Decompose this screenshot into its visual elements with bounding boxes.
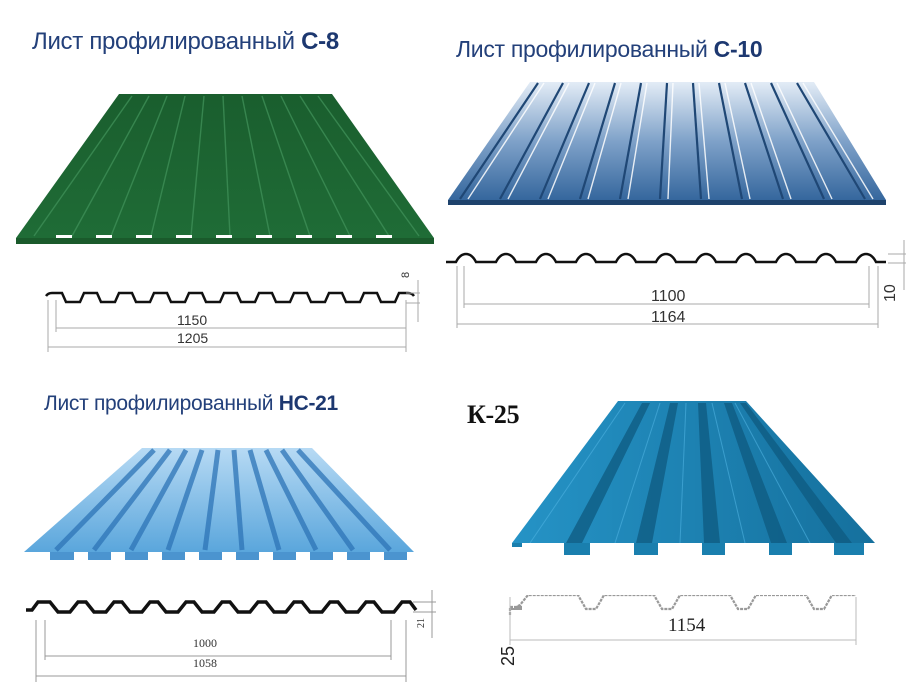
hc21-working-width: 1000 — [193, 636, 217, 650]
k25-height: 25 — [498, 645, 518, 666]
k25-total-width: 1154 — [668, 615, 706, 636]
profile-hc21-drawing — [24, 590, 444, 685]
hc21-total-width: 1058 — [193, 656, 217, 670]
title-hc21-code: НС-21 — [278, 392, 338, 415]
c10-working-width: 1100 — [651, 288, 686, 305]
profile-c10-drawing — [444, 240, 910, 335]
hc21-height: 21 — [416, 618, 427, 628]
profile-k25-drawing — [500, 595, 890, 670]
title-c10: Лист профилированный С-10 — [456, 36, 763, 63]
title-c8-code: С-8 — [301, 28, 339, 55]
sheet-hc21-render — [22, 442, 417, 562]
title-c10-code: С-10 — [713, 36, 763, 62]
title-c8: Лист профилированный С-8 — [32, 28, 339, 56]
sheet-k25-render — [500, 395, 880, 565]
title-c10-prefix: Лист профилированный — [456, 36, 708, 62]
sheet-c8-render — [14, 88, 439, 248]
c10-total-width: 1164 — [651, 309, 686, 326]
c8-working-width: 1150 — [177, 312, 208, 328]
title-c8-prefix: Лист профилированный — [32, 28, 295, 55]
profile-c8-drawing — [40, 270, 420, 360]
title-hc21: Лист профилированный НС-21 — [44, 392, 338, 416]
sheet-c10-render — [446, 80, 888, 210]
c8-total-width: 1205 — [177, 330, 209, 346]
title-k25: К-25 — [467, 400, 520, 429]
c8-height: 8 — [400, 271, 412, 278]
title-hc21-prefix: Лист профилированный — [44, 392, 274, 415]
c10-height: 10 — [882, 284, 899, 302]
